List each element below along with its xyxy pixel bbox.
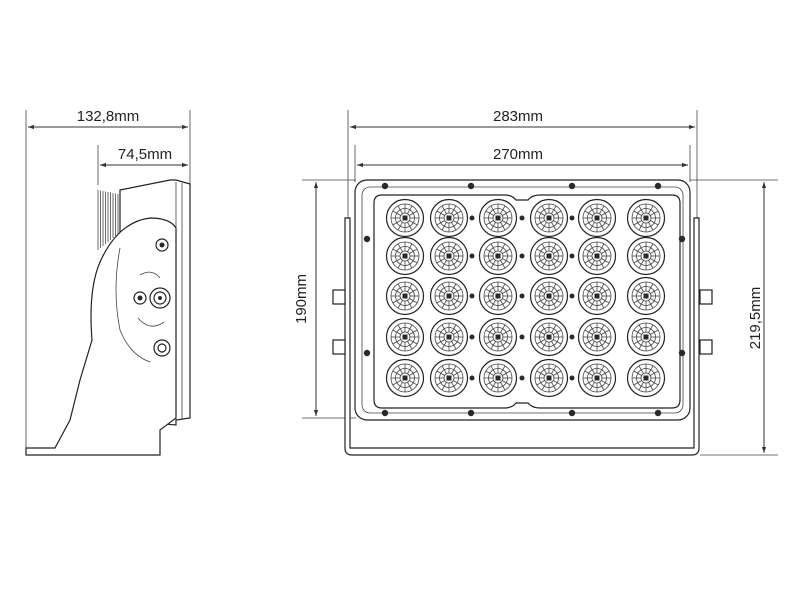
led-lens	[529, 358, 569, 398]
perimeter-screw	[678, 349, 686, 357]
perimeter-screw	[363, 235, 371, 243]
inner-screw	[469, 253, 475, 259]
perimeter-screw	[467, 409, 475, 417]
inner-screw	[569, 215, 575, 221]
dim-side-total-width: 132,8mm	[25, 108, 191, 455]
perimeter-screw	[363, 349, 371, 357]
led-lens	[626, 317, 666, 357]
led-grid	[385, 198, 666, 398]
led-lens	[429, 317, 469, 357]
inner-screw	[469, 334, 475, 340]
led-lens	[429, 358, 469, 398]
dim-front-total-height: 219,5mm	[690, 179, 778, 456]
dim-front-lens-width: 270mm	[354, 145, 691, 182]
side-heatsink-fins	[97, 190, 119, 250]
front-knob-right-bottom	[699, 339, 713, 355]
led-lens	[529, 317, 569, 357]
led-lens	[577, 198, 617, 238]
led-lens	[577, 236, 617, 276]
perimeter-screw	[381, 409, 389, 417]
led-lens	[385, 236, 425, 276]
front-screws	[363, 182, 686, 417]
led-lens	[626, 198, 666, 238]
led-lens	[478, 317, 518, 357]
inner-screw	[569, 253, 575, 259]
inner-screw	[519, 375, 525, 381]
front-bracket	[344, 217, 700, 456]
side-view: 132,8mm 74,5mm	[25, 108, 191, 456]
inner-screw	[569, 375, 575, 381]
perimeter-screw	[381, 182, 389, 190]
led-lens	[626, 276, 666, 316]
inner-screw	[469, 293, 475, 299]
inner-screw	[519, 253, 525, 259]
side-bolt-left	[133, 291, 147, 305]
inner-screw	[519, 293, 525, 299]
inner-screw	[569, 334, 575, 340]
led-lens	[577, 317, 617, 357]
led-lens	[529, 236, 569, 276]
side-bolt-center	[149, 287, 171, 309]
led-lens	[429, 236, 469, 276]
perimeter-screw	[654, 409, 662, 417]
front-view: 283mm 270mm 190mm 219,5mm	[293, 108, 778, 456]
front-knob-left-bottom	[332, 339, 346, 355]
dim-front-total-width-label: 283mm	[493, 108, 543, 125]
front-knob-left-top	[332, 289, 346, 305]
perimeter-screw	[467, 182, 475, 190]
inner-screw	[469, 215, 475, 221]
dim-front-height-label: 190mm	[293, 274, 310, 324]
led-lens	[577, 358, 617, 398]
inner-screw	[569, 293, 575, 299]
inner-screw	[519, 334, 525, 340]
led-lens	[429, 276, 469, 316]
led-lens	[385, 358, 425, 398]
led-lens	[577, 276, 617, 316]
led-lens	[429, 198, 469, 238]
inner-screw	[519, 215, 525, 221]
dim-front-total-width: 283mm	[347, 108, 698, 228]
led-lens	[385, 198, 425, 238]
led-lens	[478, 236, 518, 276]
side-bolt-top	[155, 238, 169, 252]
dim-front-lens-width-label: 270mm	[493, 146, 543, 163]
led-lens	[529, 276, 569, 316]
dim-front-total-height-label: 219,5mm	[747, 287, 764, 350]
perimeter-screw	[678, 235, 686, 243]
dim-side-body-depth-label: 74,5mm	[118, 146, 172, 163]
perimeter-screw	[654, 182, 662, 190]
led-lens	[385, 276, 425, 316]
dim-side-body-depth: 74,5mm	[97, 145, 188, 185]
side-bolt-bottom	[153, 339, 171, 357]
led-lens	[478, 198, 518, 238]
led-lens	[478, 276, 518, 316]
led-lens	[478, 358, 518, 398]
led-lens	[385, 317, 425, 357]
perimeter-screw	[568, 182, 576, 190]
perimeter-screw	[568, 409, 576, 417]
inner-screw	[469, 375, 475, 381]
dim-side-total-width-label: 132,8mm	[77, 108, 140, 125]
led-lens	[529, 198, 569, 238]
front-knob-right-top	[699, 289, 713, 305]
led-lens	[626, 236, 666, 276]
side-bracket	[25, 217, 177, 456]
led-lens	[626, 358, 666, 398]
